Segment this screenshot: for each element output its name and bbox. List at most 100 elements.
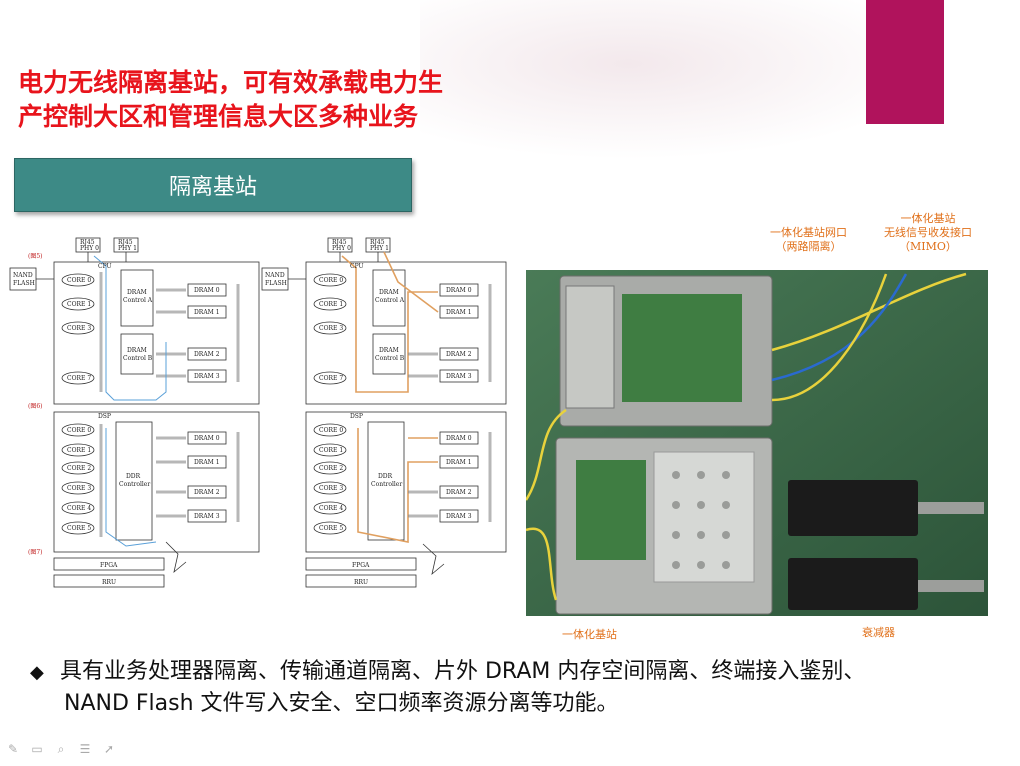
dram-chip: DRAM 3 (194, 513, 220, 520)
dsp-core: CORE 0 (319, 427, 343, 434)
tag-fig5: (图5) (28, 253, 43, 260)
dram-chip: DRAM 3 (446, 513, 472, 520)
dram-ctrl-a: DRAM (379, 289, 399, 296)
rj45-label-1: RJ45 (332, 239, 347, 246)
flash-label: FLASH (265, 280, 287, 287)
phy-label-2: PHY 1 (118, 245, 137, 252)
rru-label: RRU (102, 579, 116, 586)
callout-mimo-line3: （MIMO） (899, 240, 957, 253)
bullet-line-2: NAND Flash 文件写入安全、空口频率资源分离等功能。 (30, 688, 1010, 719)
dram-chip: DRAM 2 (194, 489, 220, 496)
callout-mimo-line2: 无线信号收发接口 (884, 226, 972, 239)
dsp-core: CORE 5 (319, 525, 343, 532)
callout-port-line1: 一体化基站网口 (770, 226, 847, 239)
dram-chip: DRAM 1 (194, 309, 220, 316)
rj45-label-2: RJ45 (118, 239, 133, 246)
dram-ctrl-b: Control B (123, 355, 153, 362)
callout-network-port: 一体化基站网口 （两路隔离） (770, 226, 847, 254)
ddr-ctrl: Controller (119, 481, 150, 488)
slides-icon[interactable]: ▭ (31, 742, 43, 756)
architecture-diagram-left: (图5) (图6) (图7) RJ45 PHY 0 RJ45 PHY 1 NAN… (6, 232, 276, 604)
callout-station: 一体化基站 (562, 628, 617, 642)
cpu-core: CORE 7 (67, 375, 91, 382)
phy-label-1: PHY 0 (332, 245, 351, 252)
callout-mimo-line1: 一体化基站 (900, 212, 956, 225)
menu-icon[interactable]: ☰ (79, 742, 91, 756)
accent-bar (866, 0, 944, 124)
cpu-core: CORE 0 (67, 277, 91, 284)
hardware-photo (526, 270, 988, 616)
dram-chip: DRAM 3 (194, 373, 220, 380)
nand-label: NAND (265, 272, 285, 279)
pointer-icon[interactable]: ➚ (103, 742, 115, 756)
cpu-core: CORE 3 (67, 325, 91, 332)
dram-chip: DRAM 3 (446, 373, 472, 380)
dram-ctrl-a: DRAM (127, 289, 147, 296)
ddr-ctrl: DDR (378, 473, 393, 480)
pen-icon[interactable]: ✎ (7, 742, 19, 756)
callout-attenuator-label: 衰减器 (862, 626, 895, 639)
phy-label-2: PHY 1 (370, 245, 389, 252)
dram-chip: DRAM 2 (446, 489, 472, 496)
dsp-core: CORE 1 (319, 447, 343, 454)
dram-chip: DRAM 0 (194, 287, 220, 294)
rru-label: RRU (354, 579, 368, 586)
dram-ctrl-a: Control A (375, 297, 405, 304)
dsp-core: CORE 5 (67, 525, 91, 532)
callout-mimo: 一体化基站 无线信号收发接口 （MIMO） (884, 212, 972, 254)
cpu-label: CPU (350, 263, 364, 270)
banner-label: 隔离基站 (168, 175, 257, 200)
ddr-ctrl: Controller (371, 481, 402, 488)
dsp-core: CORE 2 (319, 465, 343, 472)
nand-label: NAND (13, 272, 33, 279)
rj45-label-1: RJ45 (80, 239, 95, 246)
cpu-core: CORE 3 (319, 325, 343, 332)
dsp-core: CORE 4 (67, 505, 91, 512)
title-line-2: 产控制大区和管理信息大区多种业务 (18, 102, 419, 131)
background-decoration (420, 0, 940, 160)
dsp-core: CORE 4 (319, 505, 343, 512)
search-icon[interactable]: ⌕ (57, 742, 65, 756)
dsp-label: DSP (98, 413, 111, 420)
phy-label-1: PHY 0 (80, 245, 99, 252)
dram-chip: DRAM 1 (446, 309, 472, 316)
callout-attenuator: 衰减器 (862, 626, 895, 640)
diamond-bullet-icon: ◆ (30, 662, 44, 683)
cpu-core: CORE 1 (67, 301, 91, 308)
dsp-core: CORE 1 (67, 447, 91, 454)
rj45-label-2: RJ45 (370, 239, 385, 246)
tag-fig7: (图7) (28, 549, 43, 556)
cpu-core: CORE 1 (319, 301, 343, 308)
dsp-core: CORE 3 (67, 485, 91, 492)
bullet-line-1: ◆ 具有业务处理器隔离、传输通道隔离、片外 DRAM 内存空间隔离、终端接入鉴别、 (30, 656, 1010, 688)
ddr-ctrl: DDR (126, 473, 141, 480)
callout-port-line2: （两路隔离） (775, 240, 842, 253)
slide-title: 电力无线隔离基站，可有效承载电力生 产控制大区和管理信息大区多种业务 (18, 66, 618, 134)
dram-chip: DRAM 1 (446, 459, 472, 466)
flash-label: FLASH (13, 280, 35, 287)
architecture-diagram-right: RJ45 PHY 0 RJ45 PHY 1 NAND FLASH CPU DSP… (258, 232, 520, 604)
section-banner: 隔离基站 (14, 158, 412, 212)
tag-fig6: (图6) (28, 403, 43, 410)
dram-chip: DRAM 2 (446, 351, 472, 358)
dram-ctrl-b: DRAM (379, 347, 399, 354)
dram-ctrl-b: DRAM (127, 347, 147, 354)
fpga-label: FPGA (352, 562, 370, 569)
dram-chip: DRAM 0 (194, 435, 220, 442)
title-line-1: 电力无线隔离基站，可有效承载电力生 (18, 68, 444, 97)
dram-ctrl-a: Control A (123, 297, 153, 304)
bullet-text-2: NAND Flash 文件写入安全、空口频率资源分离等功能。 (64, 691, 619, 716)
dsp-core: CORE 2 (67, 465, 91, 472)
fpga-label: FPGA (100, 562, 118, 569)
slideshow-toolbar: ✎ ▭ ⌕ ☰ ➚ (4, 738, 118, 760)
dram-chip: DRAM 0 (446, 435, 472, 442)
dram-chip: DRAM 2 (194, 351, 220, 358)
bullet-text-1: 具有业务处理器隔离、传输通道隔离、片外 DRAM 内存空间隔离、终端接入鉴别、 (60, 659, 866, 684)
cpu-label: CPU (98, 263, 112, 270)
dram-chip: DRAM 1 (194, 459, 220, 466)
dsp-core: CORE 3 (319, 485, 343, 492)
cpu-core: CORE 7 (319, 375, 343, 382)
cpu-core: CORE 0 (319, 277, 343, 284)
feature-bullet: ◆ 具有业务处理器隔离、传输通道隔离、片外 DRAM 内存空间隔离、终端接入鉴别、… (30, 656, 1010, 719)
dsp-core: CORE 0 (67, 427, 91, 434)
